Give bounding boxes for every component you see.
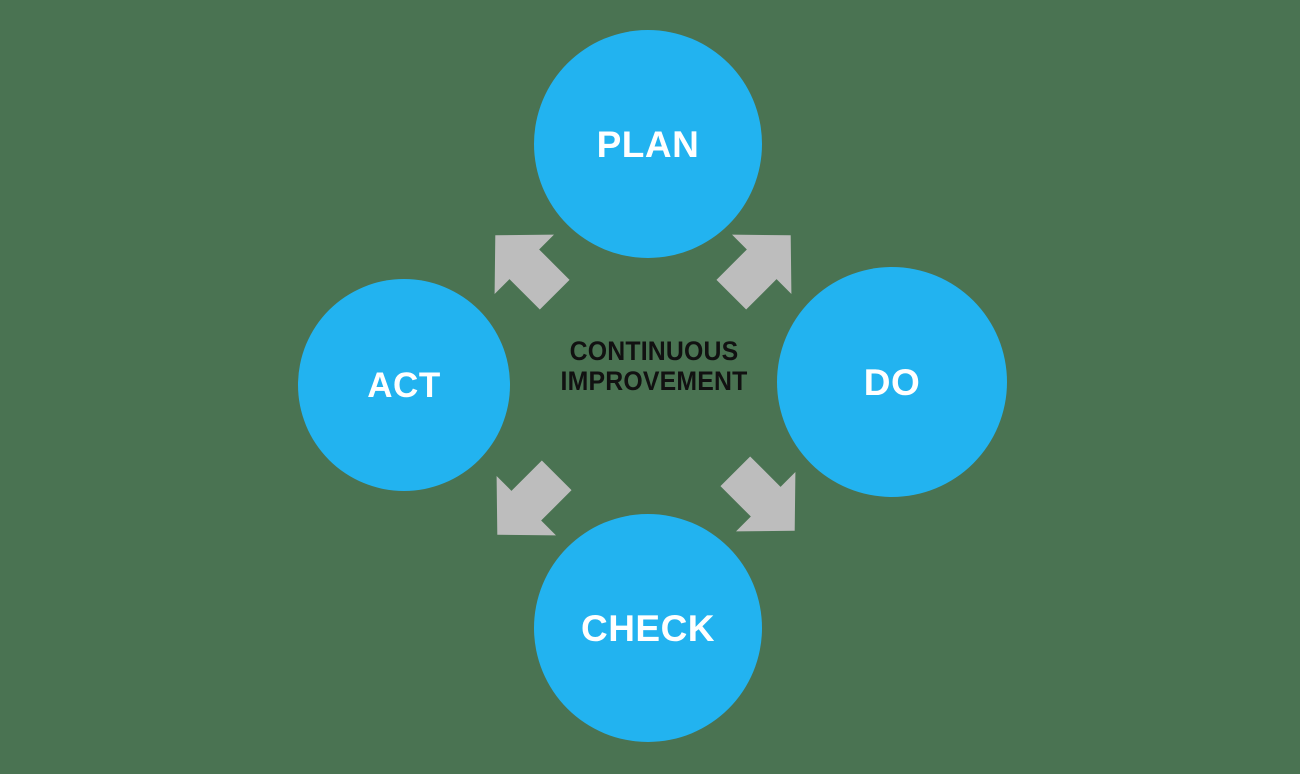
arrow-check-to-act-icon: [466, 444, 588, 566]
node-plan[interactable]: PLAN: [534, 30, 762, 258]
node-do[interactable]: DO: [777, 267, 1007, 497]
node-plan-label: PLAN: [596, 123, 700, 165]
arrow-do-to-check-icon: [704, 440, 826, 562]
center-caption-line-1: CONTINUOUS: [569, 336, 739, 366]
arrow-plan-to-do-icon: [700, 204, 822, 326]
center-caption: CONTINUOUS IMPROVEMENT: [516, 336, 792, 396]
node-act[interactable]: ACT: [298, 279, 510, 491]
node-check[interactable]: CHECK: [534, 514, 762, 742]
node-do-label: DO: [863, 361, 921, 403]
center-caption-line-2: IMPROVEMENT: [560, 366, 748, 397]
node-check-label: CHECK: [580, 607, 716, 649]
arrow-act-to-plan-icon: [464, 204, 586, 326]
node-act-label: ACT: [367, 365, 441, 405]
